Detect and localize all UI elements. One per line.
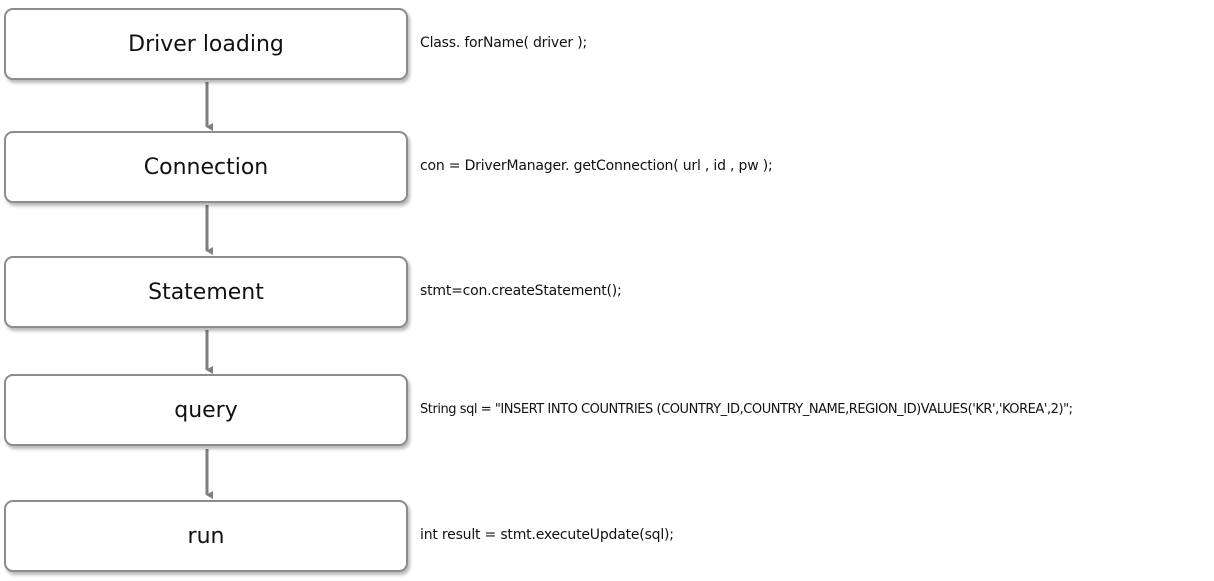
step-box-connection: Connection — [4, 131, 408, 203]
step-box-query: query — [4, 374, 408, 446]
step-label: Statement — [148, 279, 264, 305]
step-label: run — [187, 523, 225, 549]
step-box-statement: Statement — [4, 256, 408, 328]
code-text-connection: con = DriverManager. getConnection( url … — [420, 158, 773, 174]
step-label: Connection — [143, 154, 269, 180]
step-box-run: run — [4, 500, 408, 572]
step-box-driver-loading: Driver loading — [4, 8, 408, 80]
step-label: query — [174, 397, 238, 423]
code-text-run: int result = stmt.executeUpdate(sql); — [420, 527, 674, 543]
code-text-query: String sql = "INSERT INTO COUNTRIES (COU… — [420, 402, 1073, 417]
step-label: Driver loading — [128, 31, 284, 57]
code-text-statement: stmt=con.createStatement(); — [420, 283, 622, 299]
code-text-driver-loading: Class. forName( driver ); — [420, 35, 588, 51]
